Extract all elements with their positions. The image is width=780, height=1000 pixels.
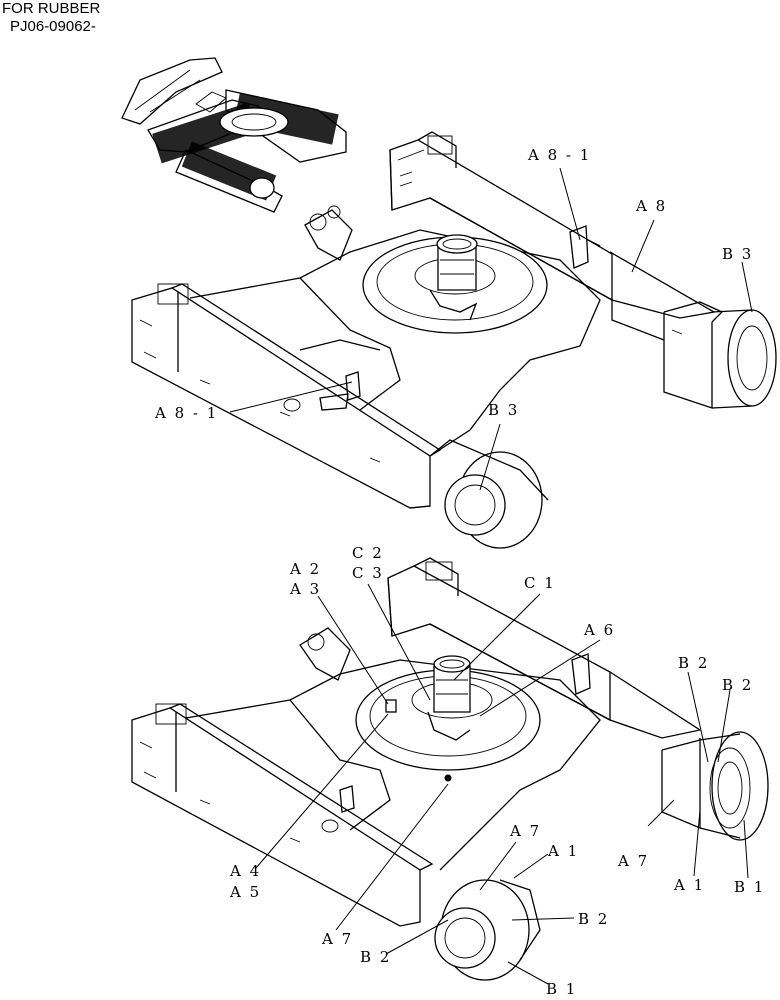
leader-lines: [229, 167, 753, 985]
callout-b2-left: B 2: [360, 948, 391, 966]
callouts-top: A 8 - 1 A 8 B 3 A 8 - 1 B 3: [154, 146, 753, 422]
callout-a6: A 6: [583, 621, 615, 639]
callout-a7-left: A 7: [321, 930, 353, 948]
callout-b3-right: B 3: [722, 245, 753, 263]
callout-b2-right-1: B 2: [678, 654, 709, 672]
callout-a8-1-upper: A 8 - 1: [527, 146, 591, 164]
callout-a1-mid: A 1: [547, 842, 579, 860]
callout-c1: C 1: [524, 574, 556, 592]
header-serial: PJ06-09062-: [10, 18, 96, 35]
callout-b2-mid: B 2: [578, 910, 609, 928]
callout-a1-right: A 1: [673, 876, 705, 894]
header-title: FOR RUBBER: [2, 0, 101, 17]
callout-a8-1-lower: A 8 - 1: [154, 404, 218, 422]
callout-b1-right: B 1: [734, 878, 765, 896]
callout-a7-right: A 7: [617, 852, 649, 870]
callout-a5: A 5: [229, 883, 261, 901]
callout-b1-bottom: B 1: [546, 980, 577, 998]
callout-a7-mid: A 7: [509, 822, 541, 840]
callout-b2-right-2: B 2: [722, 676, 753, 694]
callout-a2: A 2: [289, 560, 321, 578]
frame-bottom: [131, 557, 769, 981]
callout-a3: A 3: [289, 580, 321, 598]
callout-c2: C 2: [352, 544, 384, 562]
thumbnail-undercarriage: [121, 57, 347, 213]
callout-c3: C 3: [352, 564, 384, 582]
callout-a4: A 4: [229, 862, 261, 880]
callouts-bottom: C 2 C 3 A 2 A 3 C 1 A 6 B 2 B 2 A 4 A 5 …: [229, 544, 765, 998]
frame-top: [131, 131, 777, 549]
callout-b3-center: B 3: [488, 401, 519, 419]
callout-a8: A 8: [635, 197, 667, 215]
